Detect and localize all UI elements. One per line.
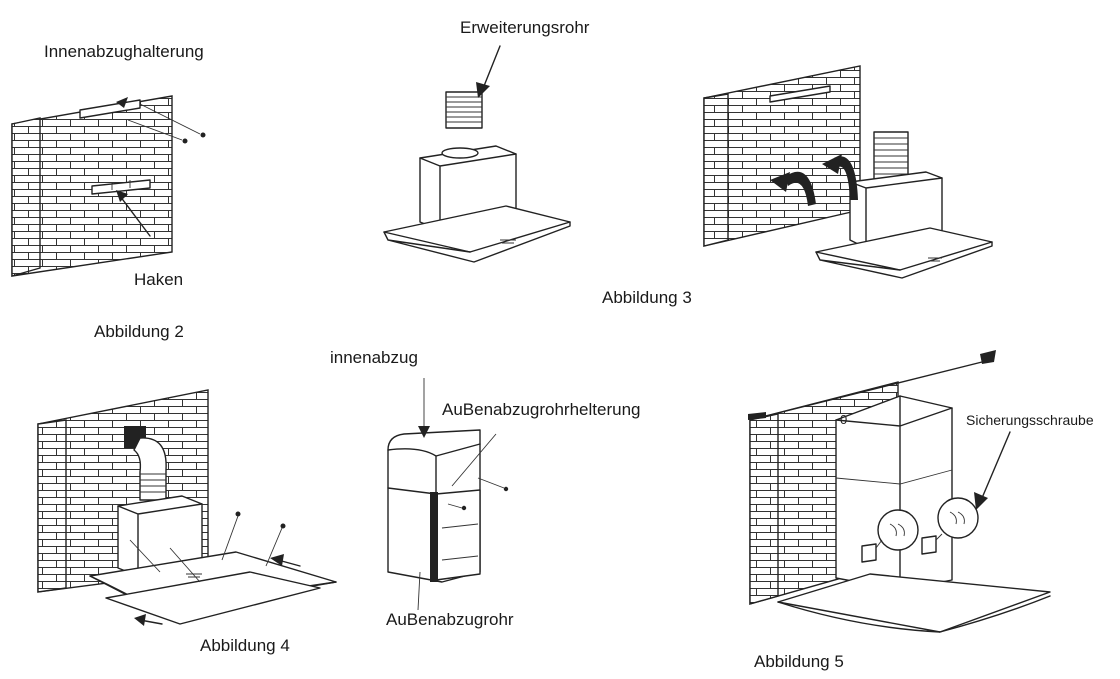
label-aussenabzugrohrhalterung: AuBenabzugrohrhelterung	[442, 400, 641, 419]
figure-2-hook-bracket	[91, 179, 151, 237]
figure-3-swing-arrows	[770, 154, 858, 206]
figure-3-hood-mounted	[815, 131, 993, 279]
label-abbildung-4: Abbildung 4	[200, 636, 290, 655]
figure-5-chimney: 0	[777, 395, 1051, 633]
label-haken: Haken	[134, 270, 184, 289]
figure-4-hood	[89, 495, 337, 626]
figure-3-hood	[383, 145, 571, 263]
figure-5-screw-details	[861, 431, 1011, 563]
label-erweiterungsrohr: Erweiterungsrohr	[460, 18, 590, 37]
figure-2-upper-bracket	[79, 97, 206, 144]
figure-3-extension-pipe	[445, 45, 501, 129]
label-aussenabzugrohr: AuBenabzugrohr	[386, 610, 514, 629]
figure-3-wall	[703, 65, 861, 247]
label-innenabzughalterung: Innenabzughalterung	[44, 42, 204, 61]
label-abbildung-2: Abbildung 2	[94, 322, 184, 341]
figure-4-chimney	[387, 378, 509, 611]
figure-4-flex-pipe	[133, 437, 167, 501]
label-abbildung-3: Abbildung 3	[602, 288, 692, 307]
label-innenabzug: innenabzug	[330, 348, 418, 367]
label-sicherungsschraube: Sicherungsschraube	[966, 412, 1094, 428]
figure-5-mark: 0	[840, 412, 847, 427]
label-abbildung-5: Abbildung 5	[754, 652, 844, 671]
